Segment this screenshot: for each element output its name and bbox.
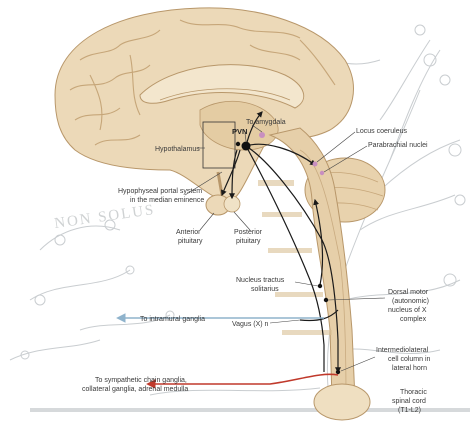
- label-symp-line1: To sympathetic chain ganglia,: [95, 377, 187, 384]
- label-thoracic-line2: spinal cord: [392, 398, 426, 405]
- label-iml-line3: lateral horn: [392, 365, 427, 372]
- sympathetic-arrow: [146, 373, 339, 389]
- label-posterior-line2: pituitary: [236, 238, 261, 245]
- label-pvn: PVN: [232, 127, 247, 136]
- label-symp-line2: collateral ganglia, adrenal medulla: [82, 386, 188, 393]
- label-anterior-line2: pituitary: [178, 238, 203, 245]
- pituitary: [205, 171, 241, 216]
- label-iml-line1: Intermediolateral: [376, 347, 429, 354]
- label-iml-line2: cell column in: [388, 356, 431, 363]
- nts-dot: [317, 283, 323, 289]
- label-nts-line1: Nucleus tractus: [236, 277, 285, 284]
- label-anterior-line1: Anterior: [176, 229, 201, 236]
- label-posterior-line1: Posterior: [234, 229, 263, 236]
- label-thoracic-line1: Thoracic: [400, 389, 427, 396]
- label-thoracic-line3: (T1-L2): [398, 407, 421, 414]
- iml-dot: [335, 369, 341, 375]
- label-portal-line2: in the median eminence: [130, 197, 204, 204]
- label-to-amygdala: To amygdala: [246, 119, 286, 126]
- parabrachial-dot: [319, 170, 325, 176]
- pvn-nucleus-dot: [241, 141, 251, 151]
- label-hypothalamus: Hypothalamus: [155, 146, 200, 153]
- brainstem: [258, 127, 371, 421]
- label-locus-coeruleus: Locus coeruleus: [356, 128, 407, 135]
- amygdala-target-dot: [259, 132, 265, 138]
- ground-strip: [30, 408, 470, 412]
- pvn-small-dot: [235, 141, 241, 147]
- label-dmv-line4: complex: [400, 316, 427, 323]
- label-dmv-line1: Dorsal motor: [388, 289, 429, 296]
- label-intramural: To intramural ganglia: [140, 316, 205, 323]
- label-vagus: Vagus (X) n: [232, 321, 269, 328]
- pathways: [220, 111, 341, 374]
- label-dmv-line3: nucleus of X: [388, 307, 427, 314]
- leader-lines: [184, 124, 386, 372]
- label-portal-line1: Hypophyseal portal system: [118, 188, 202, 195]
- dmv-dot: [323, 297, 329, 303]
- hypothalamus-box: [202, 121, 236, 169]
- label-dmv-line2: (autonomic): [392, 298, 429, 305]
- label-nts-line2: solitarius: [251, 286, 279, 293]
- locus-coeruleus-dot: [312, 161, 318, 167]
- label-parabrachial-nuclei: Parabrachial nuclei: [368, 142, 428, 149]
- motto-text: NON SOLUS: [53, 202, 156, 232]
